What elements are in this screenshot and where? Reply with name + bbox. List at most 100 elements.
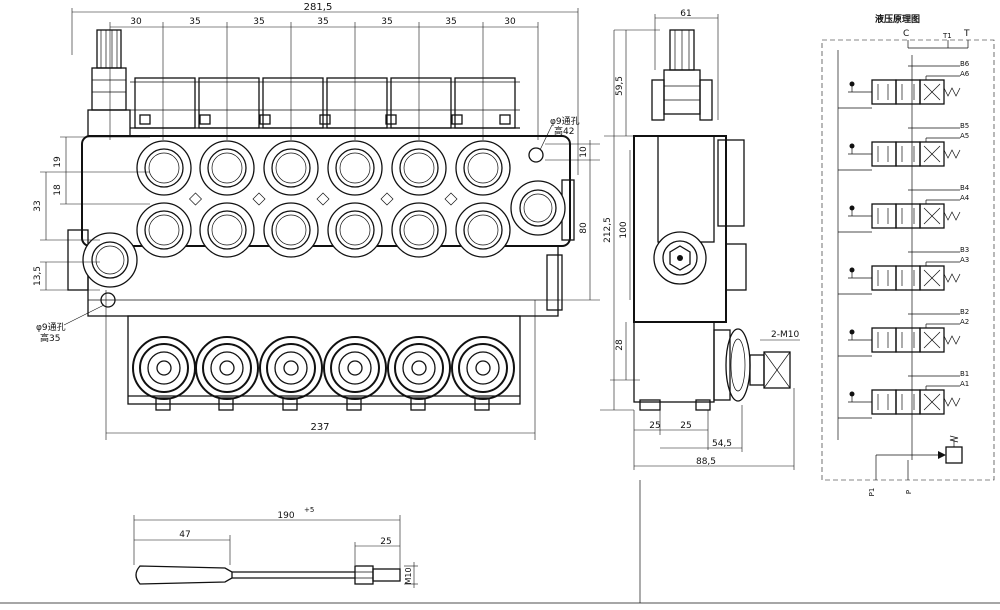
valve-envelope-mid — [895, 141, 921, 167]
dim-side-25-b: 25 — [680, 421, 691, 431]
dim-left-18: 18 — [53, 184, 63, 196]
port-web — [444, 192, 458, 206]
tank-port-right — [510, 180, 566, 236]
dim-right-10: 10 — [579, 146, 589, 158]
dim-section-2: 35 — [189, 17, 200, 27]
flow-cross — [923, 393, 941, 411]
spool-ring-outer — [132, 336, 196, 400]
dim-left-13-5: 13,5 — [33, 266, 43, 286]
port-circle-inner — [335, 148, 375, 188]
spool-center — [347, 360, 363, 376]
port-circle-core — [148, 152, 180, 184]
side-dims-vertical — [600, 29, 660, 411]
dim-side-59-5: 59,5 — [615, 76, 625, 96]
spool-center — [156, 360, 172, 376]
dim-overall-width: 281,5 — [304, 2, 333, 13]
port-a3: A3 — [960, 256, 969, 264]
port-web — [252, 192, 266, 206]
valve-envelope-left — [871, 203, 897, 229]
dim-side-28: 28 — [615, 339, 625, 351]
spool-caps-top — [130, 77, 520, 137]
dim-section-5: 35 — [381, 17, 392, 27]
schematic-title: 液压原理图 — [875, 13, 920, 25]
schematic-relief-valve — [875, 435, 963, 480]
valve-envelope-mid — [895, 203, 921, 229]
hole-bottom-label-2: 高35 — [40, 332, 60, 344]
schematic-label-c: C — [903, 29, 909, 39]
port-circle-core — [211, 214, 243, 246]
port-circle-core — [275, 152, 307, 184]
spring-icon — [943, 335, 961, 345]
dim-side-88-5: 88,5 — [696, 457, 716, 467]
schematic-label-t: T — [963, 29, 970, 39]
port-circle-core — [467, 214, 499, 246]
port-b2: B2 — [960, 308, 969, 316]
port-circle-core — [339, 214, 371, 246]
port-web — [380, 192, 394, 206]
spool-center — [411, 360, 427, 376]
spool-center — [219, 360, 235, 376]
dim-side-top-width: 61 — [680, 9, 691, 19]
dim-left-19: 19 — [53, 156, 63, 168]
port-web — [189, 192, 202, 206]
spool-center — [475, 360, 491, 376]
port-a6: A6 — [960, 70, 970, 78]
port-a5: A5 — [960, 132, 969, 140]
port-circle-inner — [207, 210, 247, 250]
schematic-sections — [838, 65, 961, 419]
side-adjuster — [651, 29, 713, 121]
port-circle-inner — [207, 148, 247, 188]
side-port-label: 2-M10 — [771, 330, 799, 340]
dim-handle-tolerance: +5 — [304, 506, 314, 514]
valve-body — [67, 135, 575, 317]
port-circle-core — [467, 152, 499, 184]
spool-ring-mid — [458, 343, 508, 393]
port-circle-inner — [399, 210, 439, 250]
port-circle-inner — [144, 148, 184, 188]
port-circle-core — [403, 214, 435, 246]
spool-ring-mid — [202, 343, 252, 393]
side-view: 61 — [600, 9, 800, 470]
port-circle-core — [211, 152, 243, 184]
spool-housing — [127, 315, 521, 405]
dim-left-33: 33 — [33, 200, 43, 211]
front-ports — [136, 140, 511, 258]
valve-envelope-left — [871, 327, 897, 353]
port-b6: B6 — [960, 60, 970, 68]
port-b4: B4 — [960, 184, 970, 192]
valve-envelope-mid — [895, 327, 921, 353]
dim-section-6: 35 — [445, 17, 456, 27]
port-b1: B1 — [960, 370, 969, 378]
side-body — [633, 135, 791, 411]
dim-section-4: 35 — [317, 17, 328, 27]
spool-ring-mid — [394, 343, 444, 393]
valve-envelope-left — [871, 389, 897, 415]
valve-envelope-mid — [895, 79, 921, 105]
port-circle-inner — [271, 210, 311, 250]
spool-ends-bottom — [132, 336, 515, 411]
port-b5: B5 — [960, 122, 969, 130]
dim-handle-length: 190 — [277, 511, 294, 521]
schematic-label-p1: P1 — [868, 488, 876, 497]
valve-envelope-right — [919, 203, 945, 229]
valve-envelope-mid — [895, 265, 921, 291]
hole-top-label-1: φ9通孔 — [550, 116, 580, 127]
spool-ring-inner — [147, 351, 181, 385]
spool-ring-outer — [387, 336, 451, 400]
valve-envelope-right — [919, 141, 945, 167]
dim-handle-thread: M10 — [404, 567, 413, 584]
dim-side-212-5: 212,5 — [603, 217, 613, 243]
spool-ring-outer — [259, 336, 323, 400]
spool-ring-mid — [330, 343, 380, 393]
leader-line — [63, 304, 105, 326]
port-circle-inner — [463, 210, 503, 250]
spool-ring-outer — [323, 336, 387, 400]
mount-hole-bottom — [100, 292, 116, 308]
spring-icon — [943, 149, 961, 159]
spring-icon — [943, 273, 961, 283]
port-circle-core — [148, 214, 180, 246]
leader-line — [539, 124, 553, 151]
flow-cross — [923, 269, 941, 287]
dim-section-7: 30 — [504, 17, 516, 27]
